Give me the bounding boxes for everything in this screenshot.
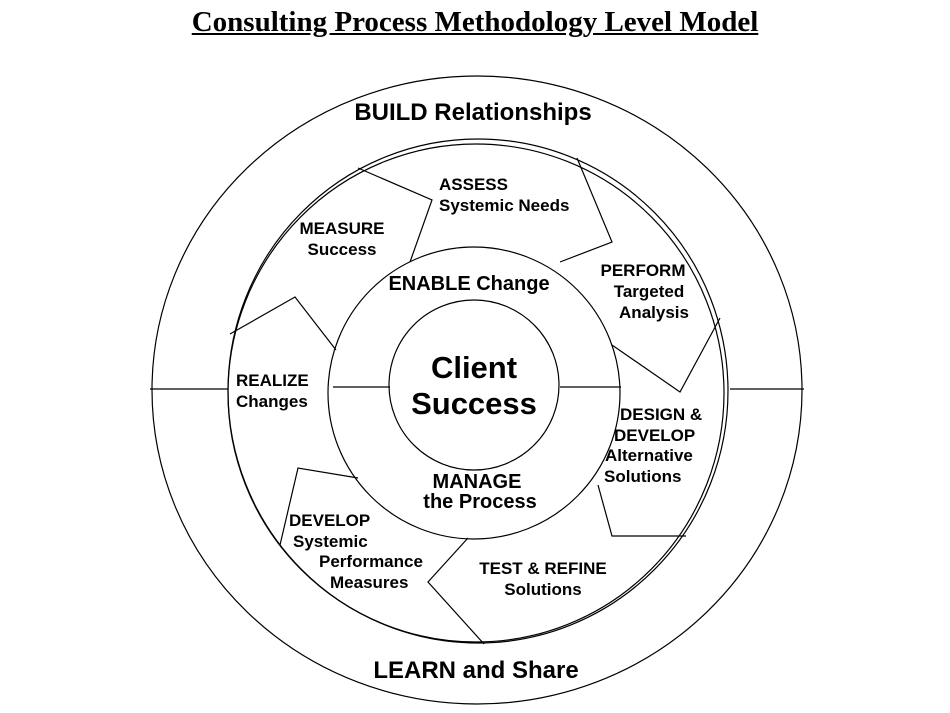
- step-assess: ASSESS Systemic Needs: [439, 175, 569, 215]
- step-label-line: DEVELOP: [614, 426, 695, 445]
- step-label-line: ASSESS: [439, 175, 508, 194]
- step-label-line: Systemic Needs: [439, 196, 569, 215]
- the-process-label: the Process: [423, 491, 536, 513]
- arrow-assess: [357, 167, 433, 263]
- learn-and-share-label: LEARN and Share: [373, 657, 578, 684]
- cycle-ring-outline-2: [227, 143, 725, 643]
- center-circle: [388, 299, 560, 471]
- arrow-realize: [279, 467, 359, 546]
- step-label-line: Analysis: [619, 303, 689, 322]
- inner-circle: [327, 246, 621, 540]
- step-label-line: MEASURE: [299, 219, 384, 238]
- arrow-develop: [427, 537, 485, 645]
- step-label-line: Targeted: [614, 282, 685, 301]
- center-label-client: Client: [431, 350, 517, 385]
- arrow-perform: [559, 157, 613, 263]
- step-label-line: Alternative: [605, 446, 693, 465]
- step-label-line: PERFORM: [601, 261, 686, 280]
- step-label-line: REALIZE: [236, 371, 309, 390]
- manage-label: MANAGE: [433, 471, 522, 493]
- step-perform: PERFORM Targeted Analysis: [601, 261, 689, 322]
- step-label-line: Changes: [236, 392, 308, 411]
- arrow-test: [597, 484, 686, 537]
- step-test-refine: TEST & REFINE Solutions: [479, 559, 607, 599]
- step-label-line: Solutions: [604, 467, 681, 486]
- step-develop-measures: DEVELOP Systemic Performance Measures: [289, 511, 423, 592]
- build-relationships-label: BUILD Relationships: [354, 99, 591, 126]
- step-label-line: Performance: [319, 552, 423, 571]
- step-label-line: Solutions: [504, 580, 581, 599]
- page-title: Consulting Process Methodology Level Mod…: [191, 6, 759, 38]
- step-design-develop: DESIGN & DEVELOP Alternative Solutions: [604, 405, 702, 486]
- step-label-line: DEVELOP: [289, 511, 370, 530]
- step-label-line: DESIGN &: [620, 405, 702, 424]
- arrow-measure: [229, 296, 337, 351]
- center-label-success: Success: [411, 386, 537, 421]
- enable-change-label: ENABLE Change: [388, 273, 549, 295]
- step-label-line: Measures: [330, 573, 408, 592]
- step-label-line: Systemic: [293, 532, 368, 551]
- step-label-line: Success: [308, 240, 377, 259]
- step-measure: MEASURE Success: [299, 219, 384, 259]
- step-realize: REALIZE Changes: [236, 371, 309, 411]
- outer-circle: [151, 75, 803, 705]
- step-label-line: TEST & REFINE: [479, 559, 607, 578]
- arrow-design: [611, 317, 721, 393]
